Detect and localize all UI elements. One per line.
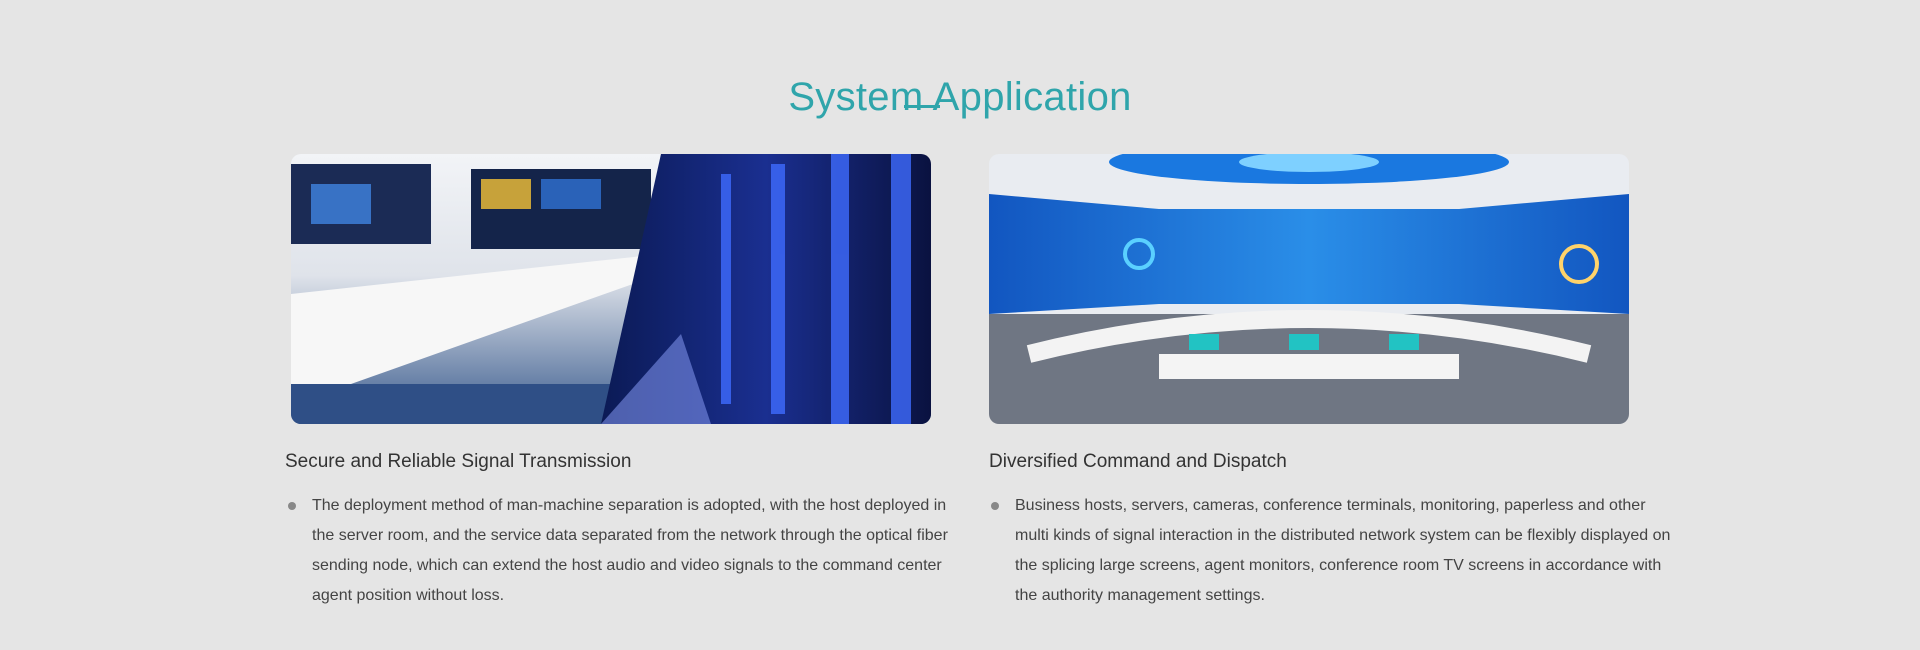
bullet-icon	[288, 502, 296, 510]
description-text: Business hosts, servers, cameras, confer…	[1015, 497, 1671, 604]
application-heading: Secure and Reliable Signal Transmission	[285, 451, 632, 472]
bullet-icon	[991, 502, 999, 510]
command-center-photo	[989, 154, 1629, 424]
application-description: Business hosts, servers, cameras, confer…	[991, 491, 1671, 611]
description-text: The deployment method of man-machine sep…	[312, 497, 948, 604]
application-description: The deployment method of man-machine sep…	[288, 491, 968, 611]
application-card-command-dispatch: Diversified Command and Dispatch Busines…	[989, 154, 1670, 604]
section-title: System Application	[788, 74, 1132, 119]
application-heading: Diversified Command and Dispatch	[989, 451, 1287, 472]
application-card-signal-transmission: Secure and Reliable Signal Transmission …	[285, 154, 948, 604]
control-room-server-photo	[291, 154, 931, 424]
title-underline	[904, 105, 940, 108]
